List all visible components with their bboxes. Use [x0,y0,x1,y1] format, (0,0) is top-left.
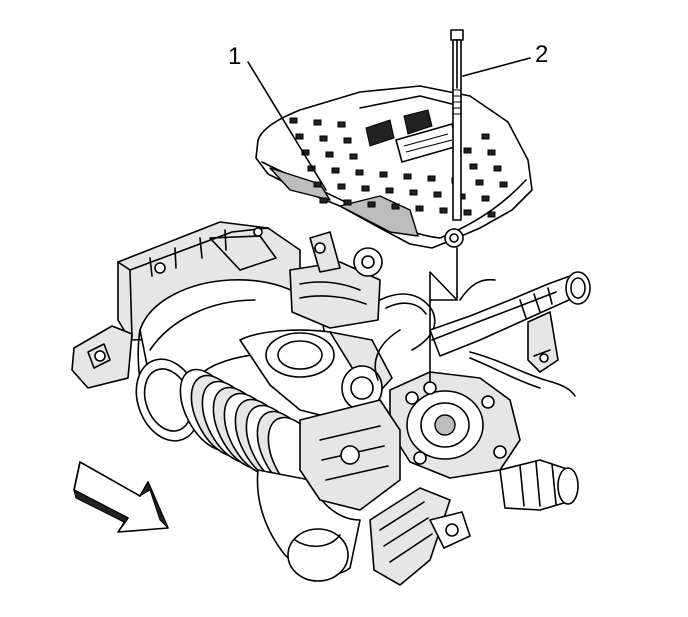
cover-rib [409,189,418,196]
callout-2-label: 2 [535,41,548,68]
cover-rib [433,191,442,198]
alignment-guide [423,247,458,395]
engine-cover [255,85,533,249]
cover-rib [343,199,352,206]
cover-rib [403,173,412,180]
wiring-harness [374,278,576,397]
cover-bolt [450,29,464,221]
cover-rib [355,169,364,176]
front-direction-arrow-icon [73,461,169,533]
cover-rib [367,201,376,208]
cover-rib [343,137,352,144]
cover-rib [463,147,472,154]
cover-rib [361,185,370,192]
right-lower-pipe [499,459,579,511]
cover-rib [439,207,448,214]
callout-1-leader [247,61,327,191]
cover-rib [385,187,394,194]
cover-rib [469,163,478,170]
cover-rib [313,119,322,126]
right-coolant-tube [429,271,591,373]
cover-rib [487,149,496,156]
callout-2-leader [462,57,531,77]
cover-rib [349,153,358,160]
cover-rib [475,179,484,186]
cover-rib [331,167,340,174]
cover-rib [493,165,502,172]
cover-rib [379,171,388,178]
cover-rib [319,135,328,142]
cover-rib [289,117,298,124]
cover-rib [325,151,334,158]
lower-connector-block [369,487,471,586]
cover-rib [313,181,322,188]
cover-rib [337,183,346,190]
cover-rib [319,197,328,204]
front-accessory-housing [389,371,521,479]
cover-rib [391,203,400,210]
cover-rib [295,133,304,140]
intake-runners [289,231,383,329]
left-mount-bracket [71,325,133,389]
throttle-elbow [239,329,393,421]
cover-rib [499,181,508,188]
cover-rib [481,195,490,202]
cover-rib [481,133,490,140]
cover-rib [463,209,472,216]
lower-engine-block [299,399,401,511]
cover-rib [415,205,424,212]
cover-ribs [289,117,508,218]
callout-1-label: 1 [228,43,241,70]
cover-rib [487,211,496,218]
cover-rib [427,175,436,182]
lower-outlet-duct [256,469,361,582]
cover-rib [337,121,346,128]
